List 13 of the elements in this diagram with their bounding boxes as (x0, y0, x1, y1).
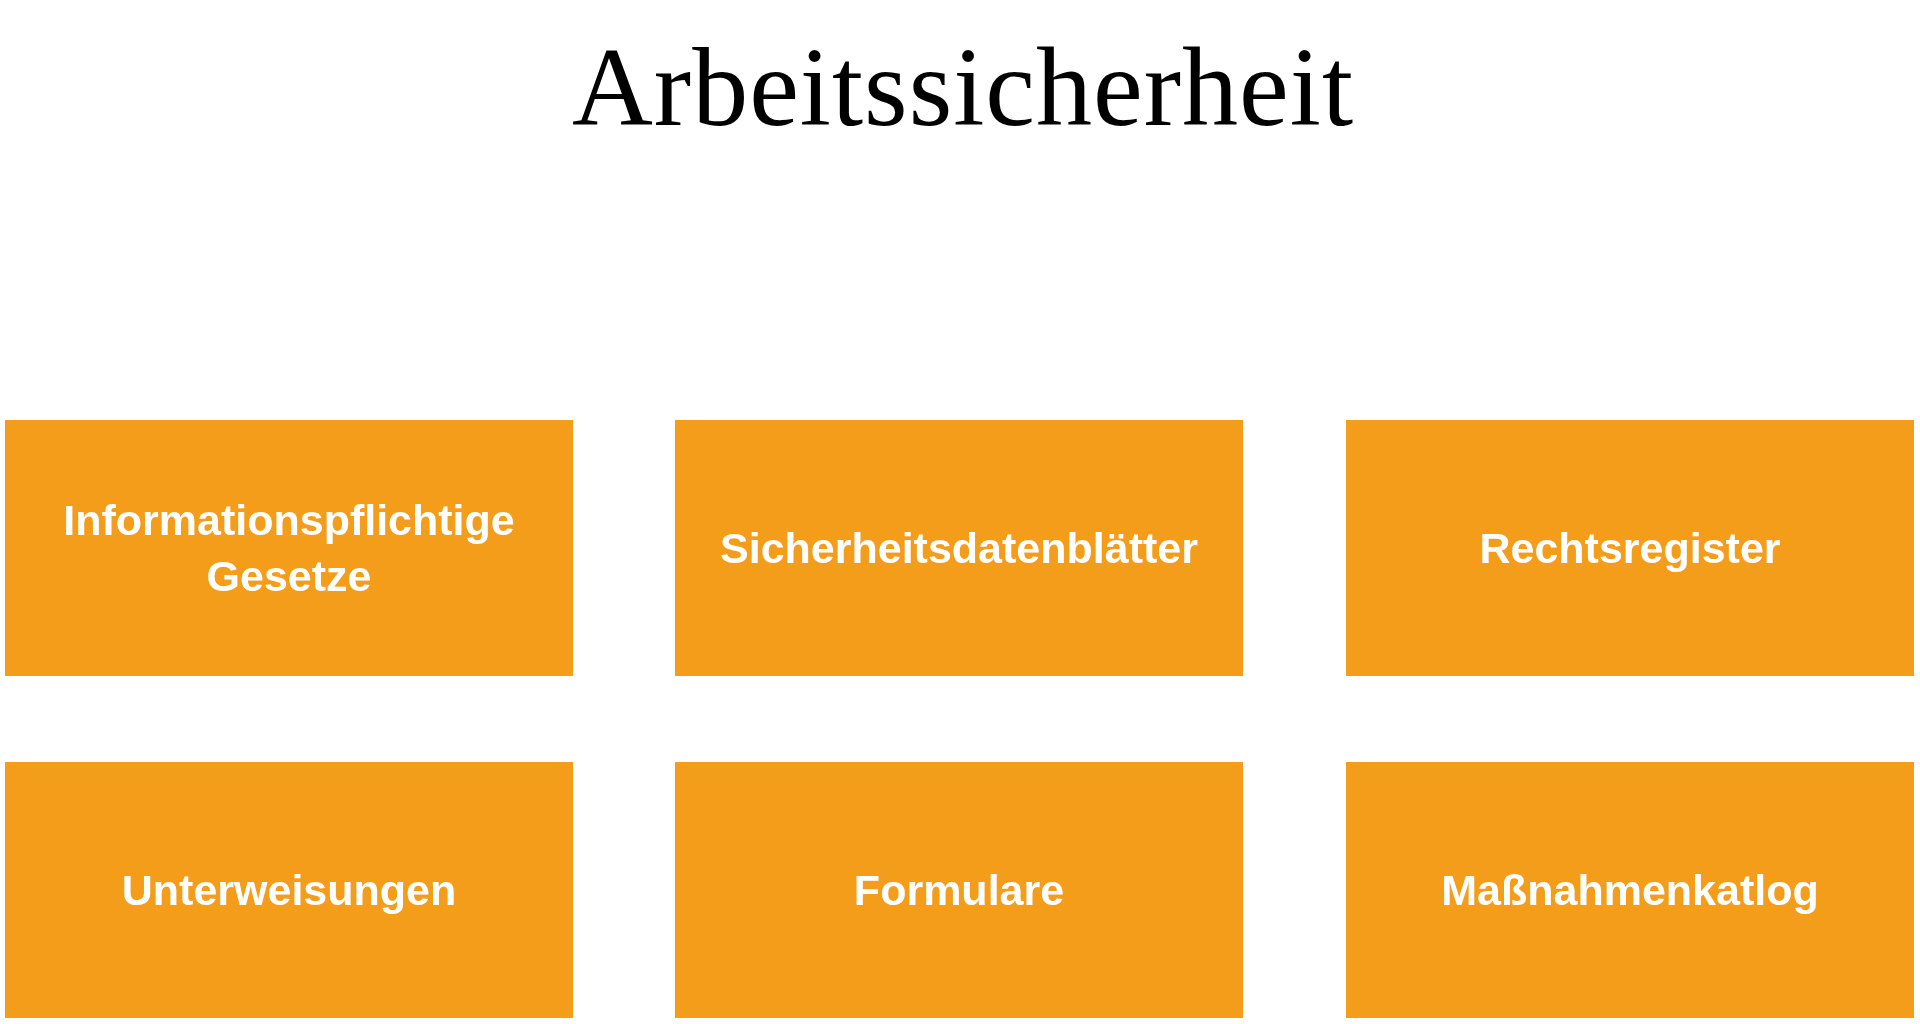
box-label: Informationspflichtige Gesetze (62, 495, 516, 602)
topic-box (5, 762, 573, 1018)
diagram-title: Arbeitssicherheit (571, 24, 1355, 151)
box-label: Formulare (853, 865, 1065, 916)
topic-box (1346, 762, 1914, 1018)
topic-box (675, 420, 1243, 676)
box-label: Unterweisungen (121, 865, 457, 916)
box-label: Rechtsregister (1479, 523, 1781, 574)
topic-box (675, 762, 1243, 1018)
topic-box (5, 420, 573, 676)
box-label: Sicherheitsdatenblätter (720, 523, 1198, 574)
topic-box (1346, 420, 1914, 676)
box-label: Maßnahmenkatlog (1441, 865, 1819, 916)
